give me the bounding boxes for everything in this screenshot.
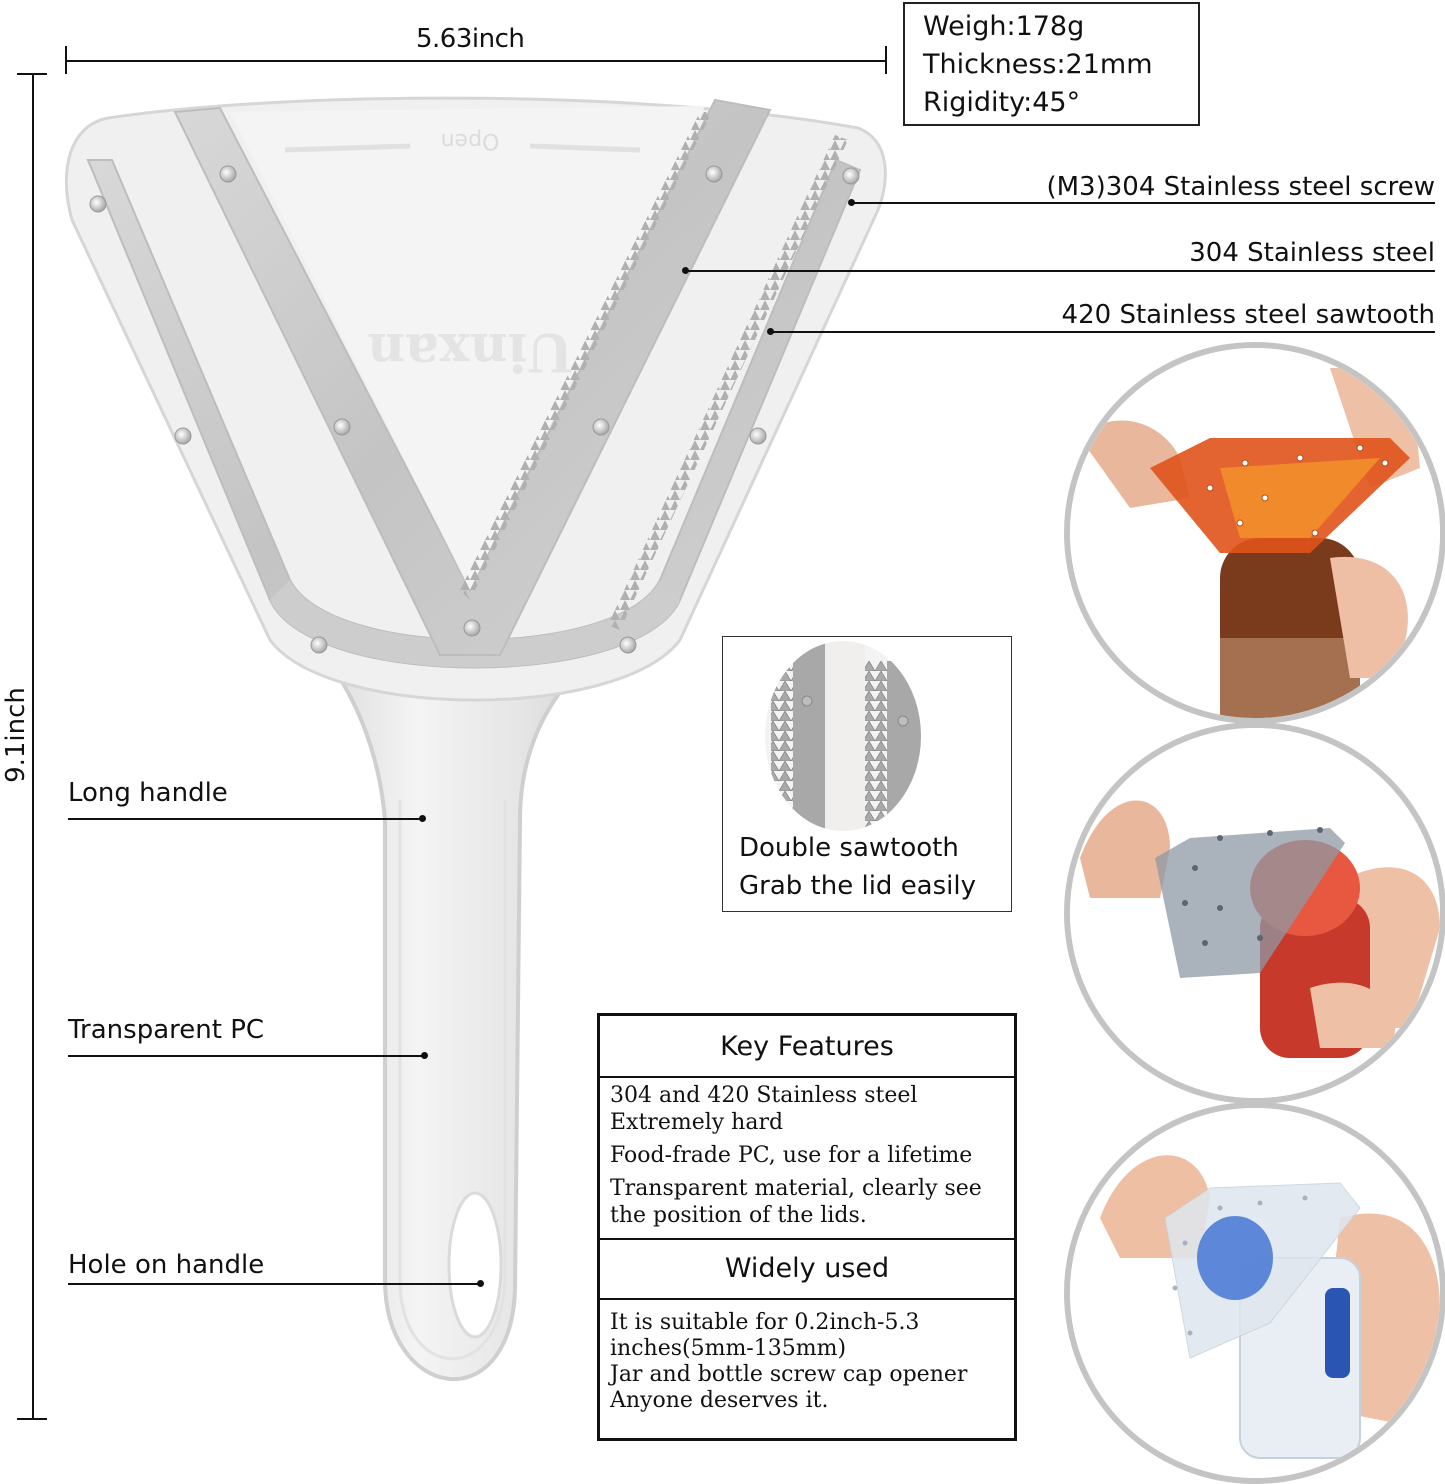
usage-item: inches(5mm-135mm) bbox=[610, 1336, 847, 1361]
usage-photo-orange-jar bbox=[1064, 342, 1445, 724]
height-tick-top bbox=[17, 73, 47, 75]
widely-used-title: Widely used bbox=[600, 1240, 1014, 1300]
inset-line-1: Double sawtooth bbox=[739, 833, 959, 863]
usage-illustration-2 bbox=[1070, 728, 1440, 1098]
height-tick-bottom bbox=[17, 1418, 47, 1420]
callout-steel-dot bbox=[682, 267, 689, 274]
callout-hole-line bbox=[68, 1283, 480, 1285]
width-label: 5.63inch bbox=[416, 24, 525, 54]
usage-photo-sauce-jar bbox=[1064, 722, 1445, 1104]
inset-line-2: Grab the lid easily bbox=[739, 871, 976, 901]
spec-rigidity: Rigidity:45° bbox=[923, 87, 1081, 118]
callout-screw-line bbox=[851, 202, 1435, 204]
jar-opener-illustration: Open Uinxan bbox=[64, 96, 887, 1381]
embossed-brand-text: Uinxan bbox=[367, 321, 572, 382]
callout-sawtooth-dot bbox=[767, 328, 774, 335]
callout-long-handle-label: Long handle bbox=[68, 778, 228, 808]
height-dimension-line bbox=[32, 74, 34, 1420]
spec-thickness: Thickness:21mm bbox=[923, 49, 1153, 80]
feature-item: 304 and 420 Stainless steel bbox=[610, 1083, 918, 1108]
usage-item: Jar and bottle screw cap opener bbox=[610, 1362, 968, 1387]
embossed-open-text: Open bbox=[441, 128, 500, 153]
sawtooth-inner bbox=[460, 112, 712, 600]
callout-transparent-pc-label: Transparent PC bbox=[68, 1015, 265, 1045]
callout-sawtooth-line bbox=[770, 331, 1435, 333]
callout-long-handle-line bbox=[68, 818, 422, 820]
handle-hole bbox=[447, 1191, 503, 1339]
handle bbox=[315, 648, 606, 1381]
height-label: 9.1inch bbox=[0, 687, 31, 783]
usage-item: It is suitable for 0.2inch-5.3 bbox=[610, 1310, 920, 1335]
usage-illustration-1 bbox=[1070, 348, 1440, 718]
spec-weight: Weigh:178g bbox=[923, 11, 1085, 42]
callout-steel-line bbox=[685, 270, 1435, 272]
usage-illustration-3 bbox=[1070, 1108, 1440, 1478]
callout-steel-label: 304 Stainless steel bbox=[1189, 238, 1435, 268]
spec-box: Weigh:178g Thickness:21mm Rigidity:45° bbox=[903, 2, 1200, 126]
callout-sawtooth-label: 420 Stainless steel sawtooth bbox=[1061, 300, 1435, 330]
callout-screw-dot bbox=[848, 199, 855, 206]
sawtooth-inset: Double sawtooth Grab the lid easily bbox=[722, 636, 1012, 912]
callout-screw-label: (M3)304 Stainless steel screw bbox=[1046, 172, 1435, 202]
inner-panel bbox=[230, 106, 705, 590]
key-features-list: 304 and 420 Stainless steel Extremely ha… bbox=[600, 1078, 1014, 1240]
callout-transparent-pc-line bbox=[68, 1055, 424, 1057]
key-features-title: Key Features bbox=[600, 1016, 1014, 1078]
feature-item: Transparent material, clearly see bbox=[610, 1176, 982, 1201]
inner-steel-blade bbox=[173, 98, 772, 656]
usage-item: Anyone deserves it. bbox=[610, 1388, 829, 1413]
width-dimension-line bbox=[66, 60, 886, 62]
sawtooth-closeup-image bbox=[765, 641, 921, 831]
screws bbox=[89, 165, 860, 654]
key-features-table: Key Features 304 and 420 Stainless steel… bbox=[597, 1013, 1017, 1441]
feature-item: Extremely hard bbox=[610, 1110, 784, 1135]
callout-hole-dot bbox=[477, 1280, 484, 1287]
width-tick-left bbox=[65, 46, 67, 74]
sawtooth-outer bbox=[608, 135, 848, 630]
feature-item: Food-frade PC, use for a lifetime bbox=[610, 1143, 973, 1168]
callout-long-handle-dot bbox=[419, 815, 426, 822]
feature-item: the position of the lids. bbox=[610, 1203, 867, 1228]
callout-transparent-pc-dot bbox=[421, 1052, 428, 1059]
callout-hole-label: Hole on handle bbox=[68, 1250, 265, 1280]
usage-photo-water-bottle bbox=[1064, 1102, 1445, 1484]
width-tick-right bbox=[885, 46, 887, 74]
widely-used-list: It is suitable for 0.2inch-5.3 inches(5m… bbox=[600, 1300, 1014, 1418]
